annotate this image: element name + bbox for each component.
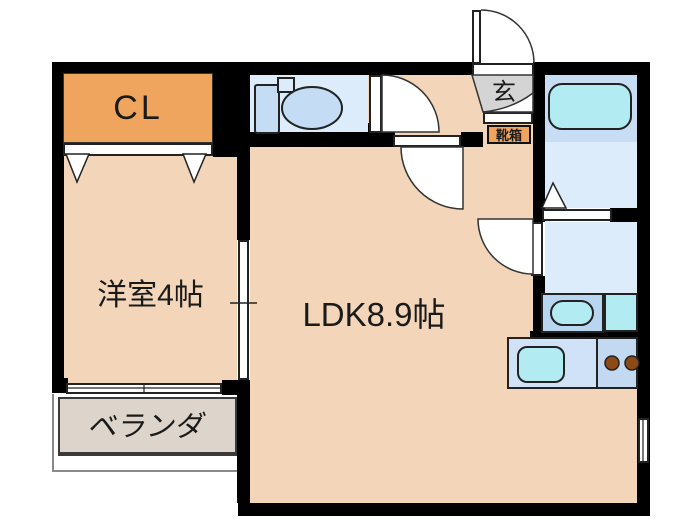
entrance-label: 玄 <box>492 79 516 106</box>
bath-folding-door-icon <box>540 181 568 209</box>
closet-area <box>63 73 213 143</box>
western-room-label: 洋室4帖 <box>97 279 204 312</box>
closet-door-strip <box>63 143 213 156</box>
bath-door-strip <box>542 209 612 221</box>
entrance-door-swing-icon <box>480 9 535 64</box>
hall-door-swing-icon <box>400 146 464 210</box>
wall-top-left <box>52 62 473 75</box>
stove-burners-icon <box>604 355 620 371</box>
wall-bath-washroom <box>610 208 650 222</box>
room-western-floor <box>64 155 237 383</box>
wall-mid-vertical-upper <box>533 75 545 222</box>
closet-folding-door-icon <box>181 153 208 184</box>
entrance-step-strip <box>483 112 533 124</box>
shoe-box-label: 靴箱 <box>495 128 522 143</box>
washroom-door-swing-icon <box>477 218 534 275</box>
wall-closet-block <box>213 62 250 157</box>
kitchen-counter <box>507 337 640 389</box>
wall-left <box>52 62 64 392</box>
toilet-door-swing-icon <box>381 74 440 133</box>
wall-washroom-kitchen <box>530 331 650 340</box>
hall-door-leaf <box>393 135 461 147</box>
wall-bottom <box>238 503 650 516</box>
ldk-label: LDK8.9帖 <box>302 295 446 333</box>
toilet-door-leaf <box>369 75 382 133</box>
washing-machine-pan-icon <box>604 293 638 332</box>
stove-burners-icon <box>624 355 640 371</box>
washbasin-icon <box>541 293 604 333</box>
shoe-box: 靴箱 <box>487 125 531 144</box>
closet-label: CL <box>113 89 163 127</box>
wall-right <box>637 62 650 510</box>
wall-west-upper <box>237 157 250 240</box>
wall-window-corner <box>222 380 238 395</box>
veranda-label: ベランダ <box>86 410 208 443</box>
kitchen-sink-icon <box>517 346 565 383</box>
wall-west-lower <box>237 380 250 503</box>
entrance-inner-door-swing-icon <box>482 91 534 113</box>
veranda-outline <box>52 394 237 472</box>
closet-folding-door-icon <box>64 153 91 184</box>
bathtub-icon <box>548 83 632 130</box>
sliding-door-strip <box>238 240 249 380</box>
veranda-area <box>58 397 237 456</box>
toilet-icon <box>254 77 343 134</box>
wall-hall-door-jamb <box>461 132 483 147</box>
wall-toilet-bottom <box>250 132 395 147</box>
wall-top-right <box>533 62 650 75</box>
wall-veranda-corner <box>52 378 68 393</box>
